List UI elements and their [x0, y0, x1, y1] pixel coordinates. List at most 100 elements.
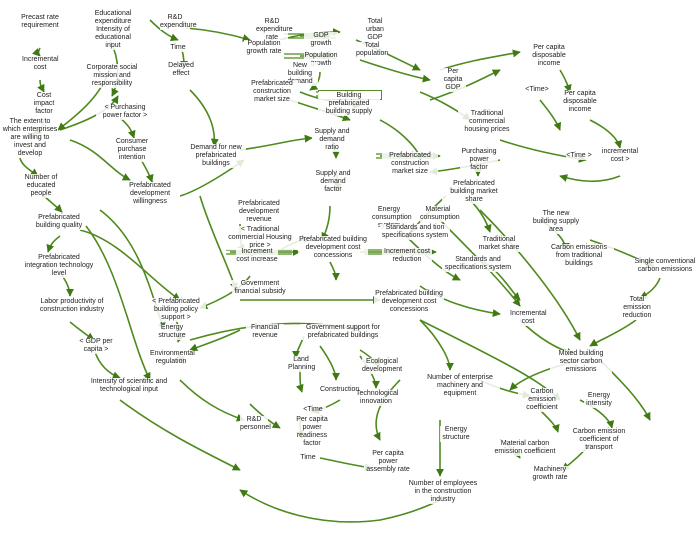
link — [539, 409, 560, 433]
node-mixed-building-carbon: Mixed building sector carbon emissions — [550, 350, 612, 374]
link — [589, 319, 637, 347]
node-precast-rate: Precast rate requirement — [18, 14, 62, 30]
node-incremental-cost-1: Incremental cost — [22, 56, 59, 72]
link — [559, 174, 621, 183]
link — [321, 205, 331, 241]
node-per-capita-gdp: Per capita GDP — [440, 68, 466, 92]
node-pop-growth-rate: Population growth rate — [244, 40, 284, 56]
link — [419, 319, 454, 371]
node-enterprise-machinery: Number of enterprise machinery and equip… — [420, 374, 500, 398]
link — [85, 225, 151, 381]
node-standards-specs: Standards and tion specifications system — [380, 224, 450, 240]
node-time-shadow-3: <Time — [300, 406, 326, 414]
node-rd-expenditure-rate: R&D expenditure rate — [256, 18, 293, 42]
node-dev-revenue: Prefabricated development revenue — [230, 200, 288, 224]
link — [559, 69, 572, 93]
node-dev-willingness: Prefabricated development willingness — [120, 182, 180, 206]
node-supply-demand-factor: Supply and demand factor — [312, 170, 354, 194]
link — [239, 489, 441, 523]
link — [119, 399, 241, 471]
node-education-expenditure: Educational expenditure Intensity of edu… — [88, 10, 138, 50]
node-gov-support: Government support for prefabricated bui… — [300, 324, 386, 340]
link — [639, 277, 661, 299]
node-dev-cost-concessions-2: Prefabricated building development cost … — [374, 290, 444, 314]
node-educated-people: Number of educated people — [18, 174, 64, 198]
node-carbon-transport: Carbon emission coefficient of transport — [568, 428, 630, 452]
node-time-2: Time — [298, 454, 318, 462]
node-trad-housing-price-shadow: < Traditional commercial Housing price > — [222, 226, 298, 250]
link — [185, 27, 251, 42]
node-purchasing-power-factor: Purchasing power factor — [460, 148, 498, 172]
node-government-subsidy: Government financial subsidy — [232, 280, 288, 296]
link — [319, 345, 340, 381]
node-total-emission-reduction: Total emission reduction — [616, 296, 658, 320]
node-consumer-intention: Consumer purchase intention — [110, 138, 154, 162]
node-environmental-regulation: Environmental regulation — [150, 350, 195, 366]
node-integration-level: Prefabricated integration technology lev… — [24, 254, 94, 278]
node-purchasing-power-shadow: < Purchasing power factor > — [96, 104, 154, 120]
node-rd-expenditure: R&D expenditure — [160, 14, 197, 30]
node-demand-buildings: Demand for new prefabricated buildings — [186, 144, 246, 168]
node-per-capita-power-assembly: Per capita power assembly rate — [364, 450, 412, 474]
node-material-carbon-coefficient: Material carbon emission coefficient — [494, 440, 556, 456]
node-extent-enterprises: The extent to which enterprises are will… — [2, 118, 58, 158]
link — [373, 379, 401, 441]
node-supply-demand-ratio: Supply and demand ratio — [312, 128, 352, 152]
node-market-size: Prefabricated construction market size — [246, 80, 298, 104]
link — [37, 79, 45, 93]
node-per-capita-disposable-income-1: Per capita disposable income — [526, 44, 572, 68]
link — [149, 19, 179, 42]
link — [69, 139, 131, 181]
node-new-building-supply-area: The new building supply area — [530, 210, 582, 234]
node-per-capita-disposable-income-2: Per capita disposable income — [556, 90, 604, 114]
link — [189, 329, 241, 352]
link — [479, 209, 581, 341]
node-increment-cost-reduction: Increment cost reduction — [382, 248, 432, 264]
node-per-capita-power-readiness: Per capita power readiness factor — [292, 416, 332, 448]
node-increment-cost-increase: Increment cost increase — [236, 248, 278, 264]
link — [295, 369, 304, 393]
node-csr: Corporate social mission and responsibil… — [84, 64, 140, 88]
node-prefab-market-share: Prefabricated building market share — [442, 180, 506, 204]
node-machinery-growth-rate: Machinery growth rate — [528, 466, 572, 482]
node-labor-productivity: Labor productivity of construction indus… — [36, 298, 108, 314]
link — [46, 235, 61, 253]
node-incremental-cost-2: Incremental cost — [510, 310, 547, 326]
node-building-supply: Building prefabricated building supply — [318, 92, 380, 116]
node-carbon-emission-coefficient: Carbon emission coefficient — [518, 388, 566, 412]
node-building-quality: Prefabricated building quality — [34, 214, 84, 230]
node-standards-specs-2: Standards and specifications system — [442, 256, 514, 272]
node-energy-intensity: Energy intensity — [584, 392, 614, 408]
link — [94, 351, 121, 380]
node-land-planning: Land Planning — [288, 356, 316, 372]
node-gdp-per-capita-shadow: < GDP per capita > — [76, 338, 116, 354]
link — [429, 69, 501, 101]
node-tech-innovation: Technological innovation — [356, 390, 399, 406]
link — [439, 49, 521, 71]
link — [32, 47, 41, 57]
node-total-urban-gdp: Total urban GDP — [362, 18, 388, 42]
link — [119, 117, 136, 139]
link — [239, 134, 313, 151]
link — [359, 59, 431, 83]
link — [329, 261, 340, 281]
node-single-conventional-carbon: Single conventional carbon emissions — [634, 258, 696, 274]
node-time-1: Time — [168, 44, 188, 52]
node-traditional-market-share: Traditional market share — [472, 236, 526, 252]
node-rd-personnel: R&D personnel — [240, 416, 271, 432]
link — [189, 89, 219, 147]
node-prefab-market-size-2: Prefabricated construction market size — [382, 152, 438, 176]
node-sci-tech-input: Intensity of scientific and technologica… — [90, 378, 168, 394]
node-construction: Construction — [320, 386, 360, 394]
node-ecological-development: Ecological development — [362, 358, 403, 374]
node-energy-structure-1: Energy structure — [156, 324, 188, 340]
node-total-population: Total population — [356, 42, 389, 58]
link — [179, 379, 245, 422]
node-time-shadow-2: <Time > — [566, 152, 592, 160]
node-cost-impact-factor: Cost impact factor — [26, 92, 62, 116]
node-carbon-traditional: Carbon emissions from traditional buildi… — [544, 244, 614, 268]
node-employees-construction: Number of employees in the construction … — [406, 480, 480, 504]
node-time-shadow-1: <Time> — [524, 86, 550, 94]
node-energy-structure-2: Energy structure — [440, 426, 472, 442]
